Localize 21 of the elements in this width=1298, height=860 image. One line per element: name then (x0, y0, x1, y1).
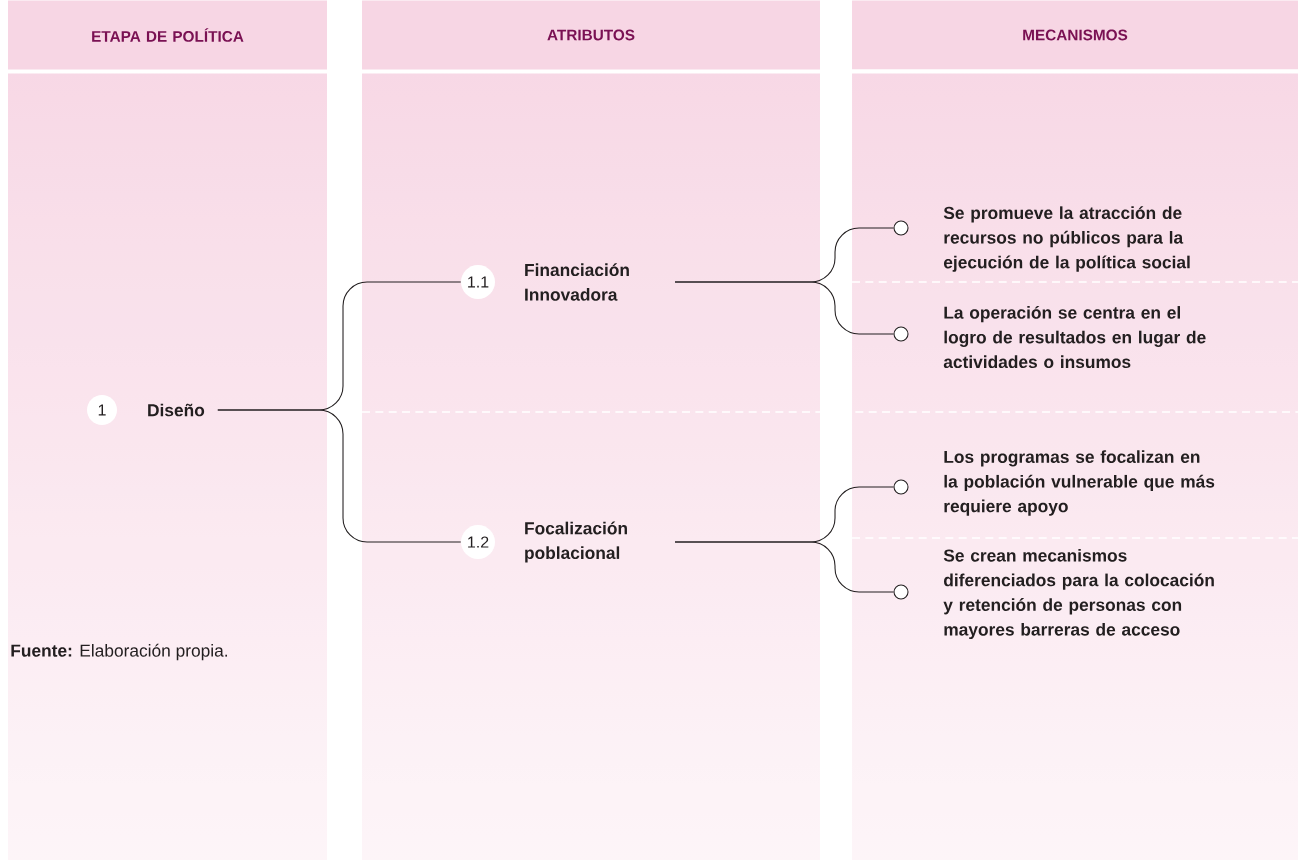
item-title: Financiación Innovadora (525, 263, 629, 301)
mechanism-text: Se promueve la atracción de recursos no públicos para la ejecución de la política social (943, 206, 1190, 272)
column-header: ATRIBUTOS (362, 0, 820, 70)
connector-line (217, 409, 462, 543)
mechanism-text: Los programas se focalizan en la población vulnerable que más requiere apoyo (944, 450, 1215, 516)
number-badge: 1.1 (461, 265, 495, 299)
item-title: Focalización poblacional (525, 521, 627, 563)
connector-dot (893, 479, 909, 495)
connector-dot (893, 326, 909, 342)
connector-line (674, 281, 894, 335)
item-title: Diseño (148, 403, 205, 417)
column-header: MECANISMOS (852, 0, 1298, 70)
connector-dot (893, 220, 909, 236)
connector-line (674, 541, 894, 593)
column-header: ETAPA DE POLÍTICA (8, 0, 327, 70)
mechanism-text: Se crean mecanismos diferenciados para la colocación y retención de personas con mayores barreras de acceso (943, 548, 1214, 640)
source-note: Fuente: Elaboración propia. (11, 643, 227, 661)
number-badge: 1 (87, 395, 117, 425)
mechanism-text: La operación se centra en el logro de resultados en lugar de actividades o insumos (943, 305, 1206, 369)
connector-dot (893, 584, 909, 600)
number-badge: 1.2 (461, 525, 495, 559)
